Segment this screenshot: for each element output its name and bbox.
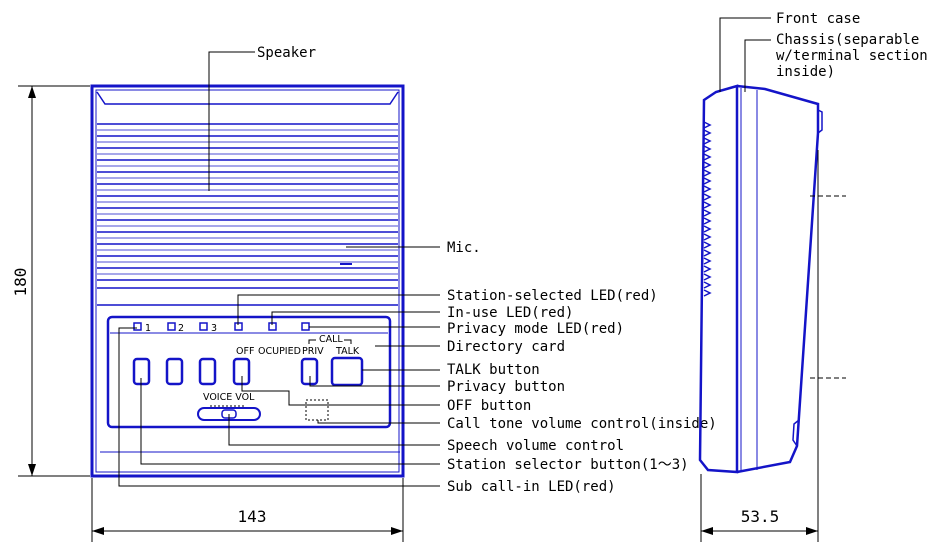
- call-label: CALL: [319, 334, 343, 345]
- station-led-2: [167, 322, 176, 331]
- side-grille-edge: [703, 121, 712, 297]
- priv-label: PRIV: [302, 346, 324, 357]
- front-view: 1 2 3 OFF OCUPIED PRIV TALK CALL VOICE V…: [90, 84, 405, 478]
- depth-value: 53.5: [741, 507, 780, 526]
- label-speaker: Speaker: [257, 45, 316, 61]
- label-speech-volume: Speech volume control: [447, 438, 624, 454]
- label-call-tone-volume: Call tone volume control(inside): [447, 416, 717, 432]
- label-directory-card: Directory card: [447, 339, 565, 355]
- station-selector-button-2[interactable]: [165, 357, 184, 386]
- height-dimension: 180: [11, 85, 90, 477]
- off-label: OFF: [236, 346, 254, 357]
- label-talk-button: TALK button: [447, 362, 540, 378]
- voice-vol-label: VOICE VOL: [203, 392, 255, 403]
- label-station-selected-led: Station-selected LED(red): [447, 288, 658, 304]
- ocupied-label: OCUPIED: [258, 346, 301, 357]
- width-dimension: 143: [91, 478, 404, 542]
- front-leaders: [118, 51, 440, 487]
- label-privacy-button: Privacy button: [447, 379, 565, 395]
- talk-label: TALK: [335, 346, 360, 357]
- call-tone-volume-control: [305, 399, 329, 421]
- control-panel: [106, 315, 392, 429]
- height-value: 180: [11, 268, 30, 297]
- label-in-use-led: In-use LED(red): [447, 305, 573, 321]
- privacy-mode-led: [301, 322, 310, 331]
- station-led-3: [199, 322, 208, 331]
- front-housing: [90, 84, 405, 478]
- station-number-1: 1: [145, 323, 151, 334]
- talk-button[interactable]: [330, 356, 364, 387]
- label-front-case: Front case: [776, 11, 860, 27]
- station-selector-button-3[interactable]: [198, 357, 217, 386]
- sub-call-led: [133, 322, 142, 331]
- side-view: [698, 84, 823, 474]
- label-mic: Mic.: [447, 240, 481, 256]
- station-number-3: 3: [211, 323, 217, 334]
- label-sub-call-led: Sub call-in LED(red): [447, 479, 616, 495]
- station-number-2: 2: [178, 323, 184, 334]
- depth-dimension: 53.5: [700, 150, 819, 542]
- label-off-button: OFF button: [447, 398, 531, 414]
- side-leaders: [719, 17, 846, 379]
- label-chassis-2: w/terminal section: [776, 48, 928, 64]
- label-chassis-1: Chassis(separable: [776, 32, 919, 48]
- chassis: [736, 84, 820, 474]
- label-chassis-3: inside): [776, 64, 835, 80]
- speaker-grille: [97, 123, 398, 281]
- label-station-selector: Station selector button(1～3): [447, 457, 689, 473]
- label-privacy-mode-led: Privacy mode LED(red): [447, 321, 624, 337]
- width-value: 143: [238, 507, 267, 526]
